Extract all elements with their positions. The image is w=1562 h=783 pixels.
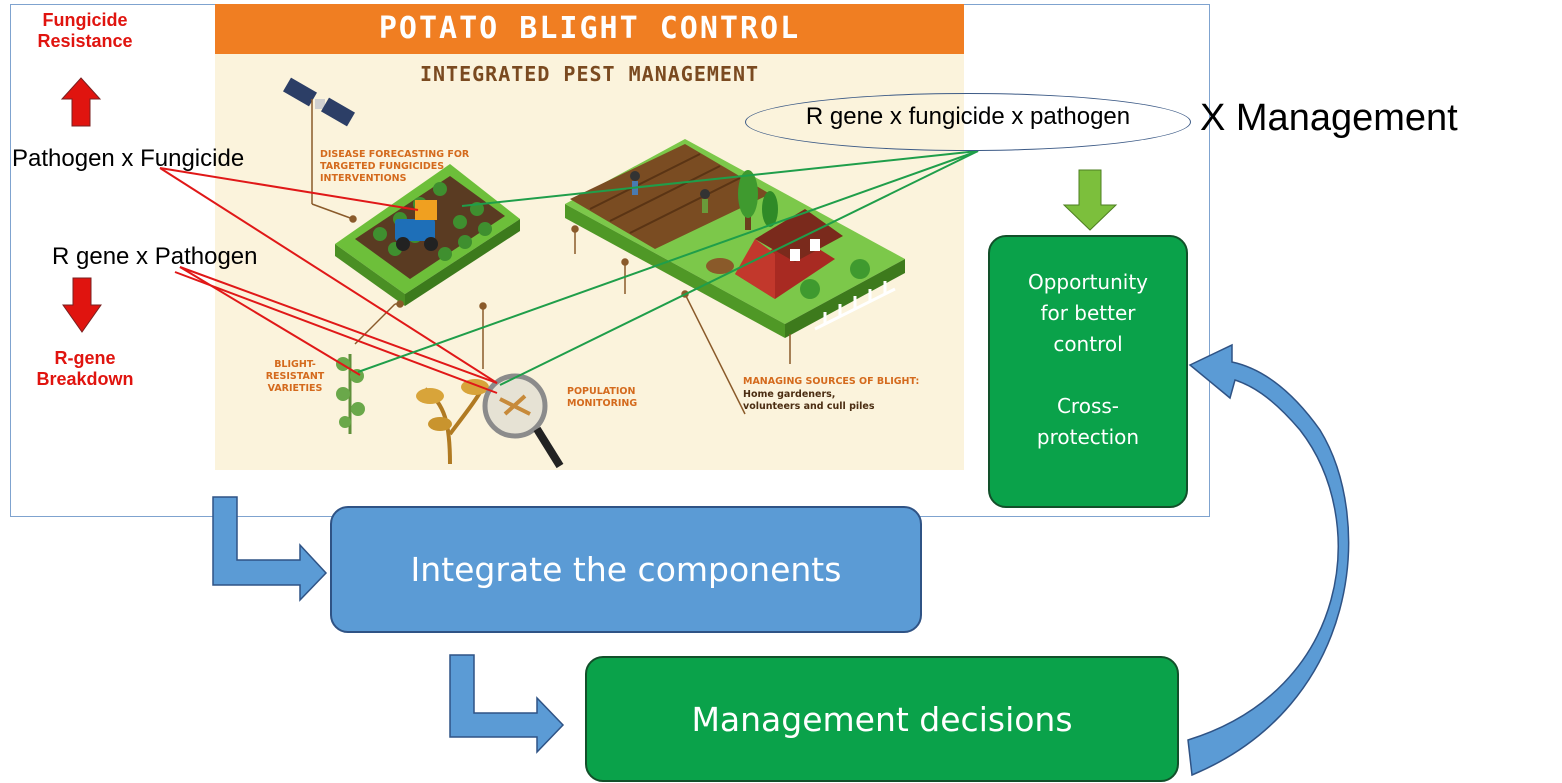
callout-varieties: BLIGHT-RESISTANT VARIETIES	[265, 359, 325, 394]
callout-forecasting: DISEASE FORECASTING FOR TARGETED FUNGICI…	[320, 149, 470, 184]
blue-bent-arrow-2	[449, 654, 565, 754]
callout-sources-title: MANAGING SOURCES OF BLIGHT:	[743, 376, 920, 387]
r-gene-fungicide-pathogen-label: R gene x fungicide x pathogen	[805, 103, 1131, 130]
curved-return-arrow	[1187, 343, 1350, 777]
fungicide-resistance-label: Fungicide Resistance	[37, 10, 133, 51]
integrate-components-label: Integrate the components	[410, 550, 842, 589]
green-down-arrow	[1062, 169, 1118, 231]
opportunity-text: Opportunity for better control	[1027, 270, 1149, 356]
green-connector-lines	[357, 150, 979, 386]
ipm-poster: POTATO BLIGHT CONTROL INTEGRATED PEST MA…	[215, 4, 964, 470]
pathogen-x-fungicide-label: Pathogen x Fungicide	[12, 145, 245, 172]
r-gene-breakdown-label: R-gene Breakdown	[36, 348, 134, 389]
blue-bent-arrow-1	[212, 496, 328, 602]
management-decisions-box: Management decisions	[585, 656, 1179, 782]
poster-title: POTATO BLIGHT CONTROL	[215, 4, 964, 54]
callout-sources-body: Home gardeners, volunteers and cull pile…	[743, 389, 875, 412]
red-connector-lines	[159, 167, 498, 394]
red-up-arrow	[60, 77, 102, 127]
management-decisions-label: Management decisions	[691, 699, 1073, 739]
interaction-ellipse	[745, 93, 1191, 151]
red-down-arrow	[62, 277, 102, 333]
x-management-label: X Management	[1200, 97, 1458, 139]
cross-protection-text: Cross-protection	[1036, 394, 1140, 449]
callout-monitoring: POPULATION MONITORING	[567, 386, 638, 409]
poster-subtitle: INTEGRATED PEST MANAGEMENT	[419, 62, 760, 86]
r-gene-x-pathogen-label: R gene x Pathogen	[52, 243, 258, 270]
satellite-icon	[283, 77, 355, 127]
potato-plant-icon	[336, 354, 365, 434]
magnifier-icon	[482, 373, 564, 469]
integrate-components-box: Integrate the components	[330, 506, 922, 633]
opportunity-box: Opportunity for better control Cross-pro…	[988, 235, 1188, 508]
field-with-tractor-icon	[335, 164, 520, 306]
